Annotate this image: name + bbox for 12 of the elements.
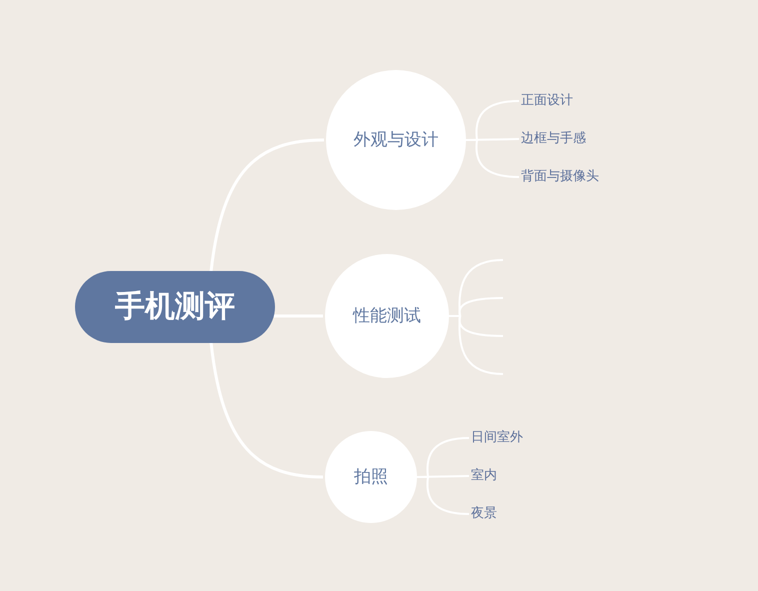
subtopic-label: 夜景 — [471, 505, 497, 523]
topic-label: 拍照 — [354, 466, 388, 488]
branch-line — [210, 342, 324, 478]
subtopic-label: 日间室外 — [471, 429, 523, 447]
topic-label: 性能测试 — [353, 306, 421, 326]
subtopic-label: 室内 — [471, 467, 497, 485]
branch-line — [210, 138, 324, 272]
subtopic-label: 正面设计 — [521, 92, 573, 110]
topic-label: 外观与设计 — [354, 130, 438, 150]
subtopic-label: 边框与手感 — [521, 130, 586, 148]
central-topic-label: 手机测评 — [115, 289, 235, 325]
subtopic-label: 背面与摄像头 — [521, 168, 599, 186]
